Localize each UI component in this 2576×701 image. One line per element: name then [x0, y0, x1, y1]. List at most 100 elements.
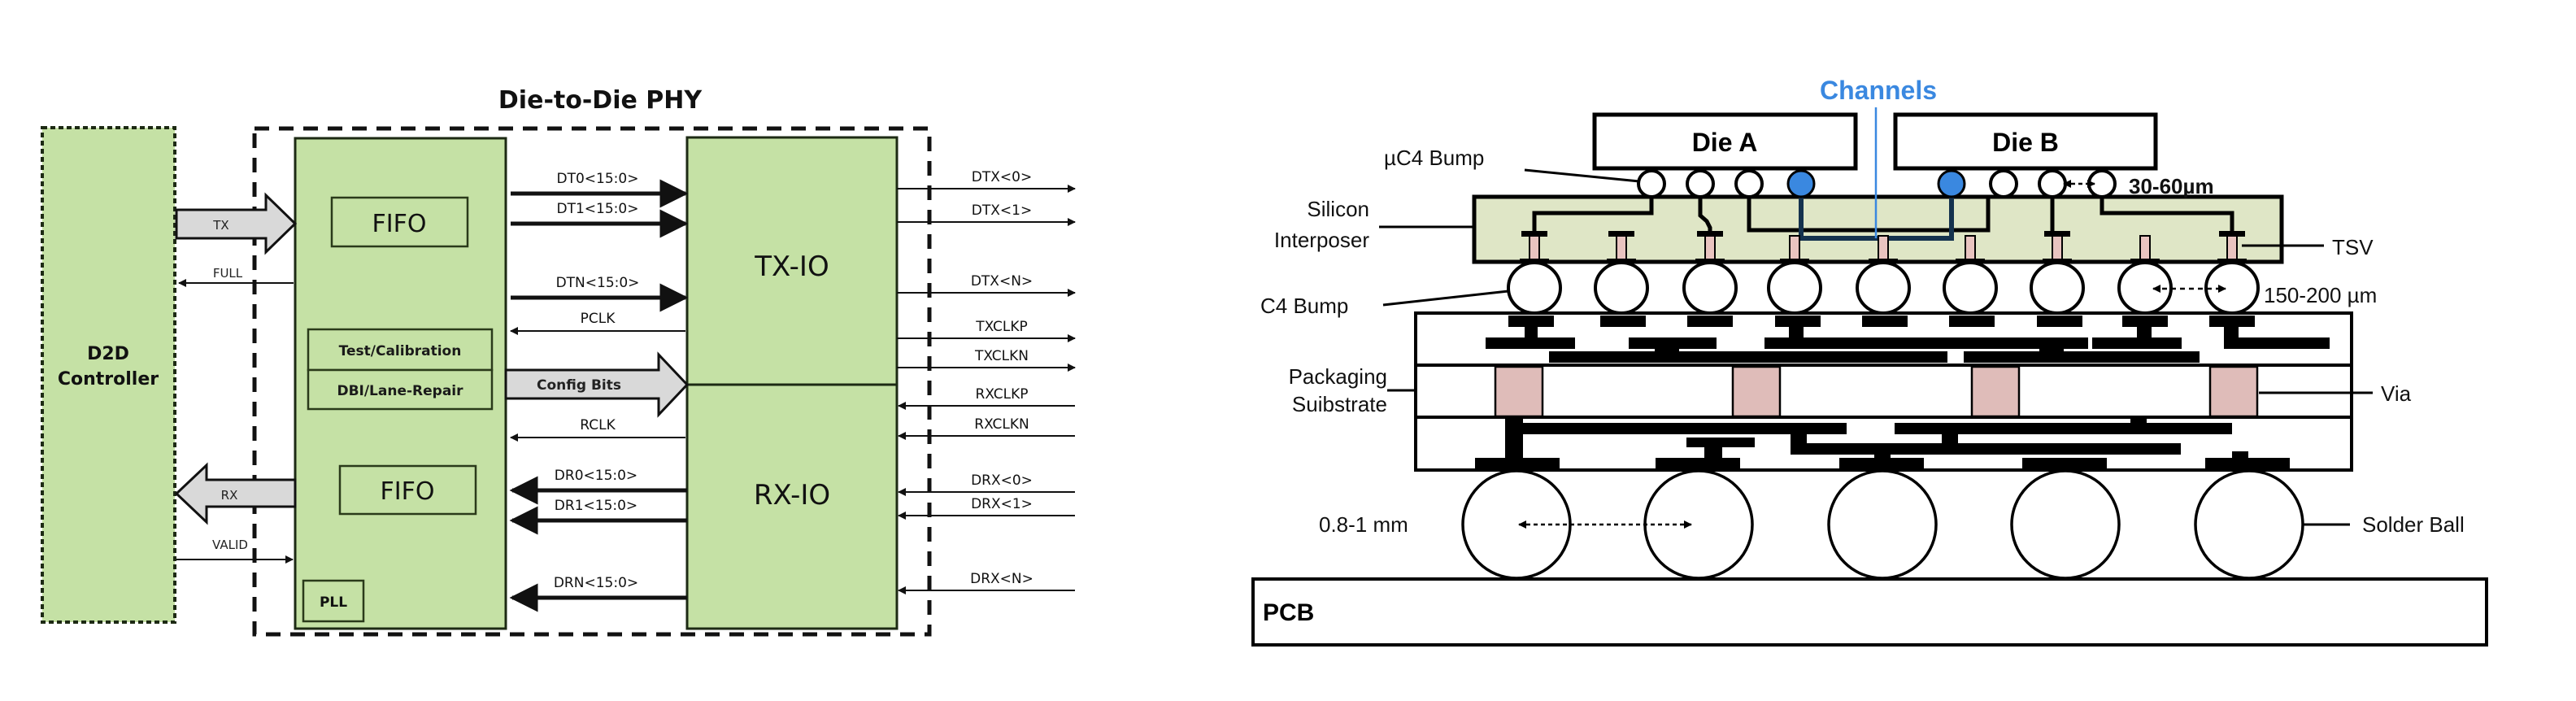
channels-label: Channels — [1820, 76, 1937, 105]
dt0-label: DT0<15:0> — [557, 171, 639, 187]
rx-bus-arrow — [174, 462, 297, 525]
substrate-via — [2208, 365, 2259, 418]
test-calibration-label: Test/Calibration — [339, 343, 462, 359]
fifo-rx-label: FIFO — [381, 477, 435, 506]
die-a-box — [1592, 112, 1858, 171]
tx-bus-label: TX — [212, 218, 228, 233]
tsv — [2226, 235, 2238, 261]
uc4-bump — [2087, 169, 2117, 198]
external-signal-label: RXCLKN — [974, 416, 1029, 433]
rx-io-label: RX-IO — [754, 479, 830, 512]
dt1-label: DT1<15:0> — [557, 201, 639, 217]
interposer-wiring — [1532, 107, 2234, 241]
uc4-bump — [2038, 169, 2067, 198]
substrate-via — [1970, 365, 2021, 418]
rx-bus-label: RX — [221, 488, 238, 503]
d2d-phy-block-diagram: Die-to-Die PHY D2D Controller FIFO Test/… — [41, 86, 1076, 637]
c4-bump — [1594, 261, 1649, 315]
pll-label: PLL — [320, 594, 347, 611]
tx-io-label: TX-IO — [754, 250, 829, 283]
uc4-bump — [1734, 169, 1764, 198]
rx-io-box — [685, 383, 899, 630]
die-b-label: Die B — [1992, 128, 2059, 157]
c4-bump — [1943, 261, 1998, 315]
external-signal-label: DRX<N> — [970, 571, 1033, 587]
external-signal-label: DRX<0> — [971, 472, 1033, 489]
uc4-bump — [1637, 169, 1666, 198]
dbi-lane-repair-label: DBI/Lane-Repair — [337, 383, 463, 399]
substrate-via — [1731, 365, 1782, 418]
full-signal-label: FULL — [213, 266, 243, 281]
fifo-rx-box — [338, 464, 477, 516]
uc4-bump-group — [1637, 169, 2117, 198]
external-signal-label: DRX<1> — [971, 496, 1033, 512]
pclk-label: PCLK — [581, 311, 616, 327]
phy-boundary — [252, 126, 932, 637]
phy-title: Die-to-Die PHY — [498, 86, 703, 115]
c4-bump — [1856, 261, 1911, 315]
uc4-bump — [1686, 169, 1715, 198]
tsv — [1616, 235, 1627, 261]
c4-bump-label: C4 Bump — [1260, 294, 1348, 318]
package-cross-section: Channels Die A Die B — [1251, 76, 2488, 647]
callouts: µC4 Bump Silicon Interposer C4 Bump Pack… — [1260, 146, 2465, 537]
tsv — [2052, 235, 2063, 261]
drn-label: DRN<15:0> — [554, 575, 638, 591]
packaging-substrate-label-line2: Suibstrate — [1292, 392, 1387, 416]
silicon-interposer-label-line1: Silicon — [1307, 197, 1369, 221]
external-signals: DTX<0>DTX<1>DTX<N>TXCLKPTXCLKNRXCLKPRXCL… — [897, 169, 1076, 594]
d2d-controller: D2D Controller — [41, 126, 176, 624]
c4-pitch-label: 150-200 µm — [2264, 283, 2377, 307]
c4-bump-group — [1507, 261, 2260, 315]
dr1-label: DR1<15:0> — [555, 498, 637, 514]
external-signal-label: DTX<N> — [971, 273, 1033, 290]
d2d-controller-label-line1: D2D — [87, 344, 129, 364]
fifo-tx-label: FIFO — [372, 210, 427, 238]
dtn-label: DTN<15:0> — [556, 275, 640, 291]
tx-bus-arrow — [175, 192, 298, 255]
tsv — [1704, 235, 1716, 261]
solder-ball-pitch-label: 0.8-1 mm — [1319, 512, 1408, 537]
config-bits-arrow — [504, 351, 690, 418]
solder-ball — [1461, 469, 1572, 580]
silicon-interposer-label-line2: Interposer — [1274, 228, 1369, 252]
external-signal-label: TXCLKN — [974, 348, 1029, 364]
tsv — [2139, 235, 2151, 261]
d2d-controller-label-line2: Controller — [58, 369, 159, 390]
config-bits-label: Config Bits — [537, 377, 621, 394]
c4-bump — [1682, 261, 1738, 315]
die-a-label: Die A — [1692, 128, 1758, 157]
c4-bump — [1767, 261, 1822, 315]
external-signal-label: RXCLKP — [976, 386, 1029, 403]
substrate-via — [1494, 365, 1544, 418]
external-signal-label: TXCLKP — [975, 319, 1028, 335]
via-label: Via — [2381, 381, 2412, 406]
via-group — [1494, 365, 2259, 418]
packaging-substrate-label-line1: Packaging — [1289, 364, 1387, 389]
uc4-bump — [1989, 169, 2018, 198]
substrate-metal-routing — [1475, 316, 2330, 469]
tsv-label: TSV — [2332, 235, 2374, 259]
uc4-pitch-label: 30-60µm — [2129, 174, 2214, 198]
solder-ball-label: Solder Ball — [2362, 512, 2465, 537]
tsv — [1789, 235, 1800, 261]
die-b-box — [1893, 112, 2158, 171]
pcb-label: PCB — [1263, 599, 1314, 626]
uc4-bump-channel — [1937, 169, 1966, 198]
dr0-label: DR0<15:0> — [555, 468, 637, 484]
d2d-controller-box — [41, 126, 176, 624]
tsv — [1878, 235, 1889, 261]
dbi-lane-repair-box — [307, 368, 494, 411]
c4-bump — [2030, 261, 2085, 315]
pcb-board — [1251, 577, 2488, 647]
external-signal-label: DTX<0> — [972, 169, 1032, 185]
tx-io-box — [685, 136, 899, 386]
solder-ball — [2194, 469, 2304, 580]
uc4-bump-label: µC4 Bump — [1384, 146, 1484, 170]
solder-ball — [1827, 469, 1938, 580]
c4-bump — [2204, 261, 2260, 315]
solder-ball-group — [1461, 469, 2304, 580]
pll-box — [302, 579, 365, 623]
dimension-markers: 30-60µm 150-200 µm 0.8-1 mm — [1319, 174, 2377, 537]
